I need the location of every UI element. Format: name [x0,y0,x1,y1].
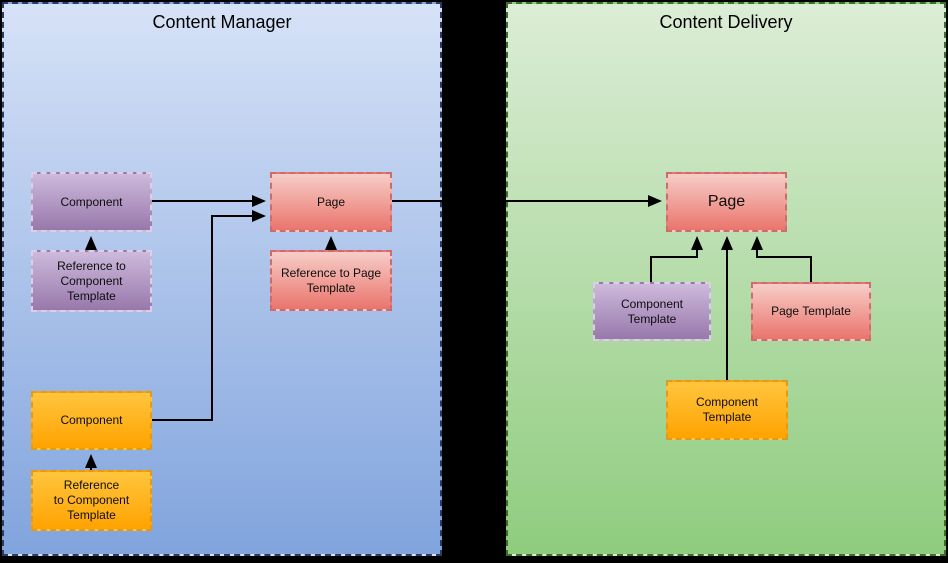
node-label: Component Template [620,296,684,326]
content-delivery-title: Content Delivery [659,12,793,32]
node-label: Component [60,413,123,427]
node-label: Component [60,194,123,209]
node-reference-to-component-template-orange[interactable]: Reference to Component Template [31,470,152,531]
node-component-purple[interactable]: Component [31,172,152,232]
node-reference-to-component-template-purple[interactable]: Reference to Component Template [31,250,152,312]
node-component-template-orange[interactable]: Component Template [666,380,788,440]
node-label: Page Template [771,304,851,318]
content-delivery-panel: Content Delivery [506,2,946,556]
node-component-template-purple[interactable]: Component Template [593,282,711,341]
content-manager-title: Content Manager [152,12,292,32]
node-label: Page [316,194,346,209]
node-label: Reference to Component Template [53,478,130,522]
node-component-orange[interactable]: Component [31,391,152,450]
node-label: Reference to Page Template [280,265,382,295]
node-reference-to-page-template[interactable]: Reference to Page Template [270,250,392,311]
node-label: Page [707,193,746,210]
node-label: Reference to Component Template [57,258,126,303]
node-page-delivery[interactable]: Page [666,172,787,232]
node-label: Component Template [695,395,759,424]
node-page-manager[interactable]: Page [270,172,392,232]
node-page-template[interactable]: Page Template [751,282,871,341]
